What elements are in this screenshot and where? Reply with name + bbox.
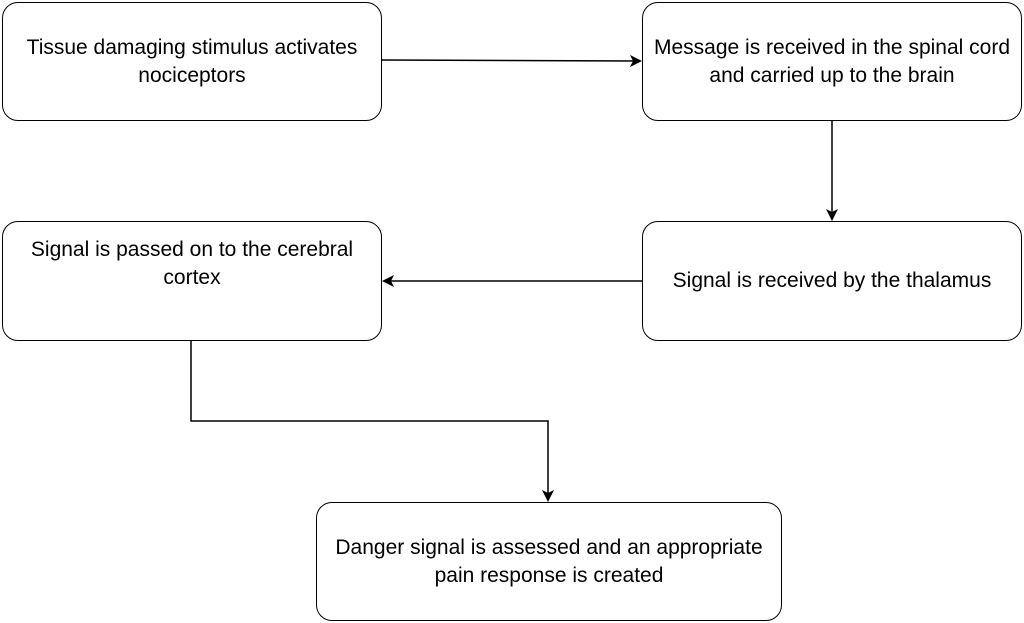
node-label-cerebral-cortex: Signal is passed on to the cerebral cort… — [30, 238, 354, 289]
node-label-tissue-stimulus: Tissue damaging stimulus activates nocic… — [26, 35, 358, 87]
node-thalamus: Signal is received by the thalamus — [642, 221, 1022, 341]
arrow-stimulus-to-spinal-cord — [381, 54, 642, 67]
node-label-pain-response: Danger signal is assessed and an appropr… — [335, 535, 763, 587]
node-cerebral-cortex: Signal is passed on to the cerebral cort… — [2, 221, 382, 341]
node-pain-response: Danger signal is assessed and an appropr… — [316, 502, 782, 621]
arrow-cortex-to-response — [190, 341, 554, 502]
node-label-thalamus: Signal is received by the thalamus — [672, 269, 992, 292]
node-label-spinal-cord: Message is received in the spinal cord a… — [653, 35, 1010, 87]
node-tissue-stimulus: Tissue damaging stimulus activates nocic… — [2, 2, 382, 121]
node-spinal-cord: Message is received in the spinal cord a… — [642, 2, 1022, 121]
